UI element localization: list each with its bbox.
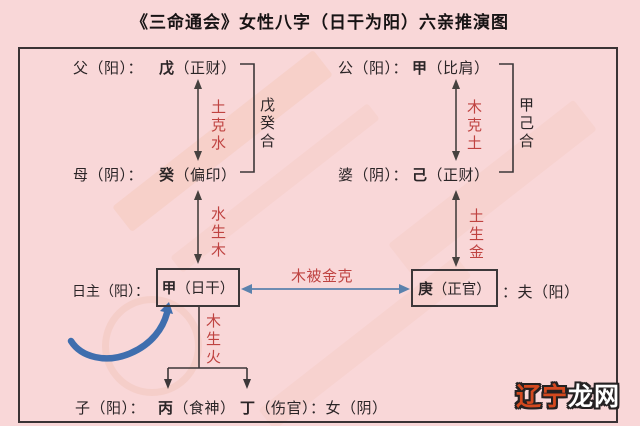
mother-god: （偏印） bbox=[174, 167, 237, 184]
bracket-wu-gui bbox=[240, 63, 255, 173]
relation-wu-gui-combination: 戊癸合 bbox=[258, 97, 275, 151]
diagram-frame bbox=[18, 47, 618, 423]
mother-in-law-stem: 己 bbox=[412, 167, 428, 184]
father-in-law-stem: 甲 bbox=[412, 60, 428, 77]
mother-in-law-stem-god: 己（正财） bbox=[412, 164, 490, 185]
relation-wood-controlled-by-metal: 木被金克 bbox=[291, 268, 354, 285]
watermark-part2: 龙网 bbox=[567, 383, 620, 411]
swoosh-arrow bbox=[67, 302, 173, 362]
relation-wood-controls-earth: 木克土 bbox=[465, 99, 482, 153]
watermark-part1: 辽宁 bbox=[515, 383, 568, 411]
mother-stem-god: 癸（偏印） bbox=[159, 164, 237, 185]
day-master-god: （日干） bbox=[176, 281, 235, 297]
relation-earth-controls-water: 土克水 bbox=[209, 99, 226, 153]
son-stem-god: 丙（食神） bbox=[158, 397, 236, 418]
arrow-earth-generates-metal bbox=[452, 190, 460, 267]
day-master-stem: 甲 bbox=[161, 281, 177, 297]
mother-stem: 癸 bbox=[159, 167, 175, 184]
father-stem: 戊 bbox=[159, 60, 175, 77]
daughter-stem: 丁 bbox=[240, 400, 256, 417]
arrow-wood-generates-fire bbox=[164, 307, 251, 389]
daughter-stem-god: 丁（伤官）：女（阴） bbox=[240, 397, 388, 418]
father-label: 父（阳）： bbox=[73, 60, 144, 77]
site-watermark: 辽宁龙网 bbox=[516, 377, 620, 413]
husband-stem: 庚 bbox=[418, 281, 433, 298]
relation-water-generates-wood: 水生木 bbox=[209, 206, 226, 260]
father-in-law-god: （比肩） bbox=[427, 60, 490, 77]
husband-suffix: ：夫（阳） bbox=[502, 284, 580, 301]
mother-label: 母（阴）： bbox=[73, 167, 144, 184]
daughter-god: （伤官）：女（阴） bbox=[255, 400, 388, 417]
son-stem: 丙 bbox=[158, 400, 174, 417]
father-in-law-label: 公（阳）： bbox=[338, 60, 409, 77]
relation-earth-generates-metal: 土生金 bbox=[467, 208, 484, 262]
arrow-earth-controls-water bbox=[194, 79, 202, 161]
page-title: 《三命通会》女性八字（日干为阳）六亲推演图 bbox=[131, 13, 509, 32]
husband-god: （正官） bbox=[432, 281, 491, 298]
bracket-jia-ji bbox=[499, 63, 514, 173]
arrow-wood-controlled-by-metal bbox=[241, 284, 410, 294]
son-god: （食神） bbox=[173, 400, 236, 417]
arrow-water-generates-wood bbox=[194, 190, 202, 264]
father-god: （正财） bbox=[174, 60, 237, 77]
mother-in-law-god: （正财） bbox=[427, 167, 490, 184]
father-stem-god: 戊（正财） bbox=[159, 57, 237, 78]
relation-wood-generates-fire: 木生火 bbox=[204, 313, 221, 367]
son-label: 子（阳）： bbox=[75, 400, 146, 417]
husband-box: 庚（正官） bbox=[411, 269, 498, 307]
day-master-box: 甲（日干） bbox=[156, 268, 240, 307]
mother-in-law-label: 婆（阴）： bbox=[338, 167, 409, 184]
father-in-law-stem-god: 甲（比肩） bbox=[412, 57, 490, 78]
arrow-wood-controls-earth bbox=[452, 79, 460, 161]
relation-jia-ji-combination: 甲己合 bbox=[517, 97, 534, 151]
day-master-label: 日主（阳）： bbox=[72, 283, 149, 299]
